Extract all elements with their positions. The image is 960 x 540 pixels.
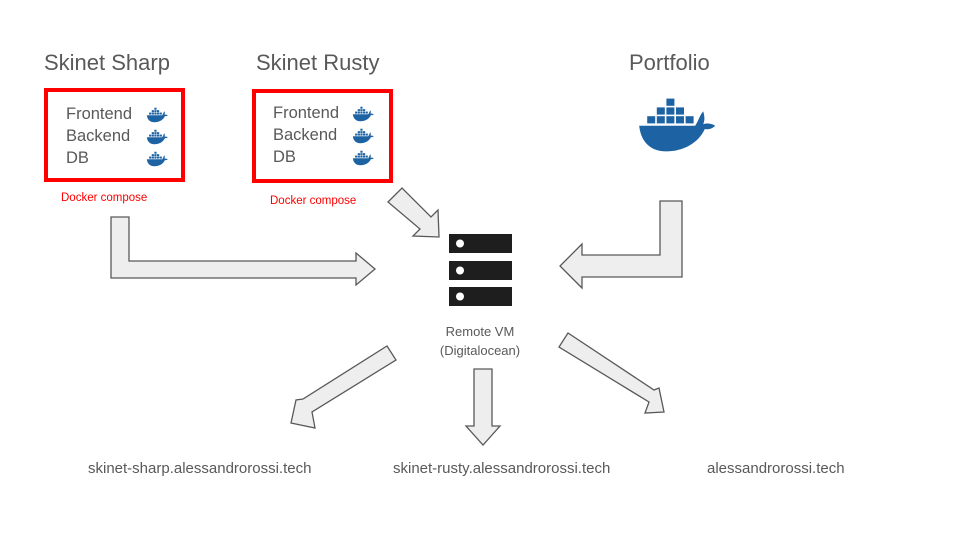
compose-box-skinet-sharp: Frontend Backend DB <box>44 88 185 182</box>
service-db: DB <box>66 149 89 167</box>
docker-whale-icon <box>352 128 374 144</box>
docker-whale-icon <box>352 150 374 166</box>
arrow-vm-to-sharp-domain <box>290 345 397 429</box>
arrow-vm-to-rusty-domain <box>464 368 502 446</box>
service-frontend: Frontend <box>273 104 340 122</box>
group-title-portfolio: Portfolio <box>629 50 710 75</box>
arrow-rusty-to-vm <box>387 187 440 238</box>
compose-note-skinet-sharp: Docker compose <box>61 192 148 204</box>
domain-skinet-rusty: skinet-rusty.alessandrorossi.tech <box>393 460 611 477</box>
group-title-skinet-sharp: Skinet Sharp <box>44 50 170 75</box>
compose-box-skinet-rusty: Frontend Backend DB <box>252 89 393 183</box>
arrow-vm-to-portfolio-domain <box>558 332 665 414</box>
server-stack-icon <box>449 234 512 306</box>
docker-whale-icon <box>146 107 168 123</box>
docker-whale-icon <box>146 129 168 145</box>
compose-note-skinet-rusty: Docker compose <box>270 195 357 207</box>
docker-whale-icon <box>146 151 168 167</box>
server-label-line2: (Digitalocean) <box>439 343 521 358</box>
service-frontend: Frontend <box>66 105 133 123</box>
service-backend: Backend <box>273 126 338 144</box>
domain-skinet-sharp: skinet-sharp.alessandrorossi.tech <box>88 460 312 477</box>
service-db: DB <box>273 148 296 166</box>
service-backend: Backend <box>66 127 131 145</box>
server-label: Remote VM (Digitalocean) <box>420 322 540 360</box>
domain-portfolio: alessandrorossi.tech <box>707 460 845 477</box>
arrow-portfolio-to-vm <box>559 200 683 290</box>
docker-whale-icon <box>636 96 716 154</box>
group-title-skinet-rusty: Skinet Rusty <box>256 50 380 75</box>
docker-whale-icon <box>352 106 374 122</box>
arrow-sharp-to-vm <box>110 216 377 287</box>
server-label-line1: Remote VM <box>445 324 515 339</box>
